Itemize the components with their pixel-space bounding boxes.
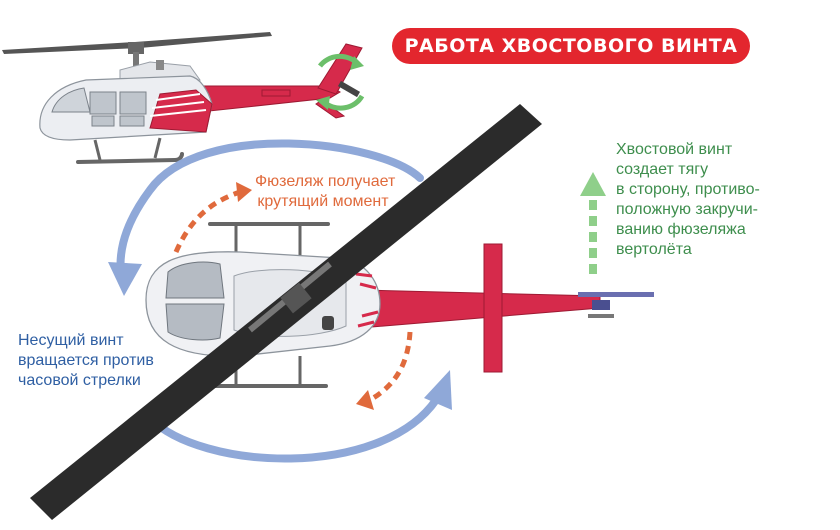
caption-line: вращается против	[18, 352, 154, 369]
caption-line: часовой стрелки	[18, 372, 141, 389]
caption-line: ванию фюзеляжа	[616, 221, 746, 238]
tail-thrust-arrow	[580, 172, 606, 274]
caption-line: в сторону, противо-	[616, 181, 760, 198]
main-rotor-blade	[30, 104, 542, 520]
caption-line: вертолёта	[616, 241, 692, 258]
top-stabilizer	[483, 243, 503, 373]
main-rotor-rotation-arc	[108, 139, 452, 463]
caption-main-rotor: Несущий винт вращается против часовой ст…	[18, 331, 168, 391]
caption-line: Фюзеляж получает	[255, 173, 396, 190]
caption-line: создает тягу	[616, 161, 709, 178]
caption-line: Хвостовой винт	[616, 141, 733, 158]
caption-fuselage-torque: Фюзеляж получает крутящий момент	[255, 172, 396, 212]
side-rotor-hub	[128, 42, 144, 54]
side-skid	[76, 152, 184, 164]
caption-line: положную закручи-	[616, 201, 758, 218]
caption-line: Несущий винт	[18, 332, 124, 349]
caption-tail-rotor: Хвостовой винт создает тягу в сторону, п…	[616, 140, 760, 260]
fuselage-torque-arrows	[173, 182, 413, 410]
page-title: РАБОТА ХВОСТОВОГО ВИНТА	[392, 28, 750, 64]
top-tail-boom	[359, 289, 601, 329]
rotation-arrows-icon	[316, 53, 365, 111]
caption-line: крутящий момент	[257, 193, 389, 210]
helicopter-side-view	[2, 32, 363, 164]
